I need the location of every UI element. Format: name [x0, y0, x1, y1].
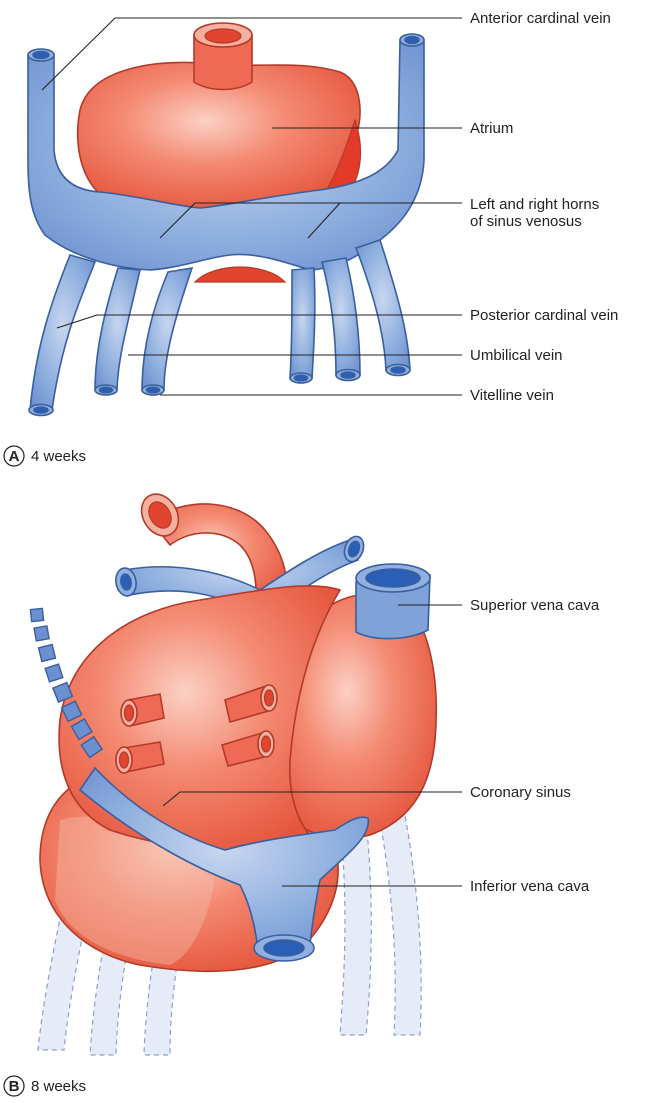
panel-b-letter: B: [9, 1078, 20, 1095]
label-sinus-horns-line2: of sinus venosus: [470, 213, 582, 230]
left-vitelline-vein: [142, 268, 192, 390]
atrium-lower-cavity: [195, 267, 285, 282]
label-sinus-horns-line1: Left and right horns: [470, 196, 599, 213]
right-umbilical-vein: [322, 258, 360, 375]
label-umbilical-vein: Umbilical vein: [470, 347, 563, 364]
right-vitelline-vein: [290, 268, 315, 378]
left-posterior-cardinal-vein: [30, 255, 95, 410]
panel-b-caption: B 8 weeks: [4, 1076, 86, 1096]
label-posterior-cardinal-vein: Posterior cardinal vein: [470, 307, 618, 324]
panel-a-age: 4 weeks: [31, 448, 86, 465]
panel-a-letter: A: [9, 448, 20, 465]
right-posterior-cardinal-vein: [356, 240, 410, 370]
label-anterior-cardinal-vein: Anterior cardinal vein: [470, 10, 611, 27]
label-vitelline-vein: Vitelline vein: [470, 387, 554, 404]
label-superior-vena-cava: Superior vena cava: [470, 597, 600, 614]
superior-vena-cava: [356, 564, 430, 639]
panel-b: Superior vena cava Coronary sinus Inferi…: [4, 487, 600, 1096]
panel-a-caption: A 4 weeks: [4, 446, 86, 466]
outflow-vessel: [194, 23, 252, 90]
label-atrium: Atrium: [470, 120, 513, 137]
label-inferior-vena-cava: Inferior vena cava: [470, 878, 590, 895]
panel-b-age: 8 weeks: [31, 1078, 86, 1095]
lower-veins: [29, 240, 410, 416]
left-umbilical-vein: [95, 268, 140, 390]
panel-a: Anterior cardinal vein Atrium Left and r…: [4, 10, 618, 466]
label-coronary-sinus: Coronary sinus: [470, 784, 571, 801]
